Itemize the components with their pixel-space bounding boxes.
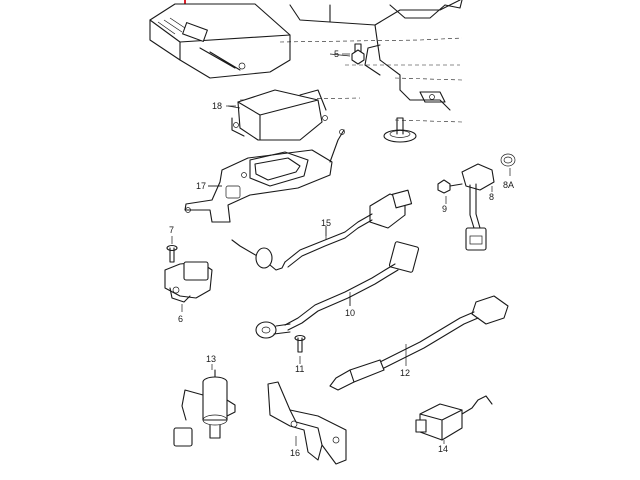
callout-17: 17 — [196, 181, 206, 191]
screw-7 — [166, 244, 178, 263]
switch-14 — [415, 395, 493, 441]
callout-5: 5 — [334, 49, 339, 59]
stud-bolt — [383, 117, 417, 143]
probe-12 — [329, 295, 509, 391]
bolt-9 — [437, 179, 463, 194]
sensor-15 — [231, 189, 413, 271]
callout-12: 12 — [400, 368, 410, 378]
control-unit — [149, 3, 291, 79]
screw-11 — [294, 334, 306, 353]
sensor-8 — [461, 163, 495, 251]
callout-18: 18 — [212, 101, 222, 111]
callout-8a: 8A — [503, 180, 514, 190]
nut-5 — [329, 43, 365, 65]
callout-10: 10 — [345, 308, 355, 318]
bracket-17 — [184, 129, 345, 223]
callout-7: 7 — [169, 225, 174, 235]
callout-11: 11 — [295, 364, 304, 374]
callout-9: 9 — [442, 204, 447, 214]
callout-16: 16 — [290, 448, 300, 458]
mounting-bracket — [239, 0, 463, 123]
leader-lines — [171, 53, 511, 446]
callout-14: 14 — [438, 444, 448, 454]
callout-15: 15 — [321, 218, 331, 228]
valve-13 — [173, 369, 236, 447]
callout-6: 6 — [178, 314, 183, 324]
bracket-16 — [267, 381, 347, 465]
callout-13: 13 — [206, 354, 216, 364]
callout-8: 8 — [489, 192, 494, 202]
sensor-6 — [164, 261, 213, 303]
module-18 — [227, 89, 328, 141]
o-ring-8a — [500, 153, 516, 167]
cable-10 — [255, 241, 420, 339]
